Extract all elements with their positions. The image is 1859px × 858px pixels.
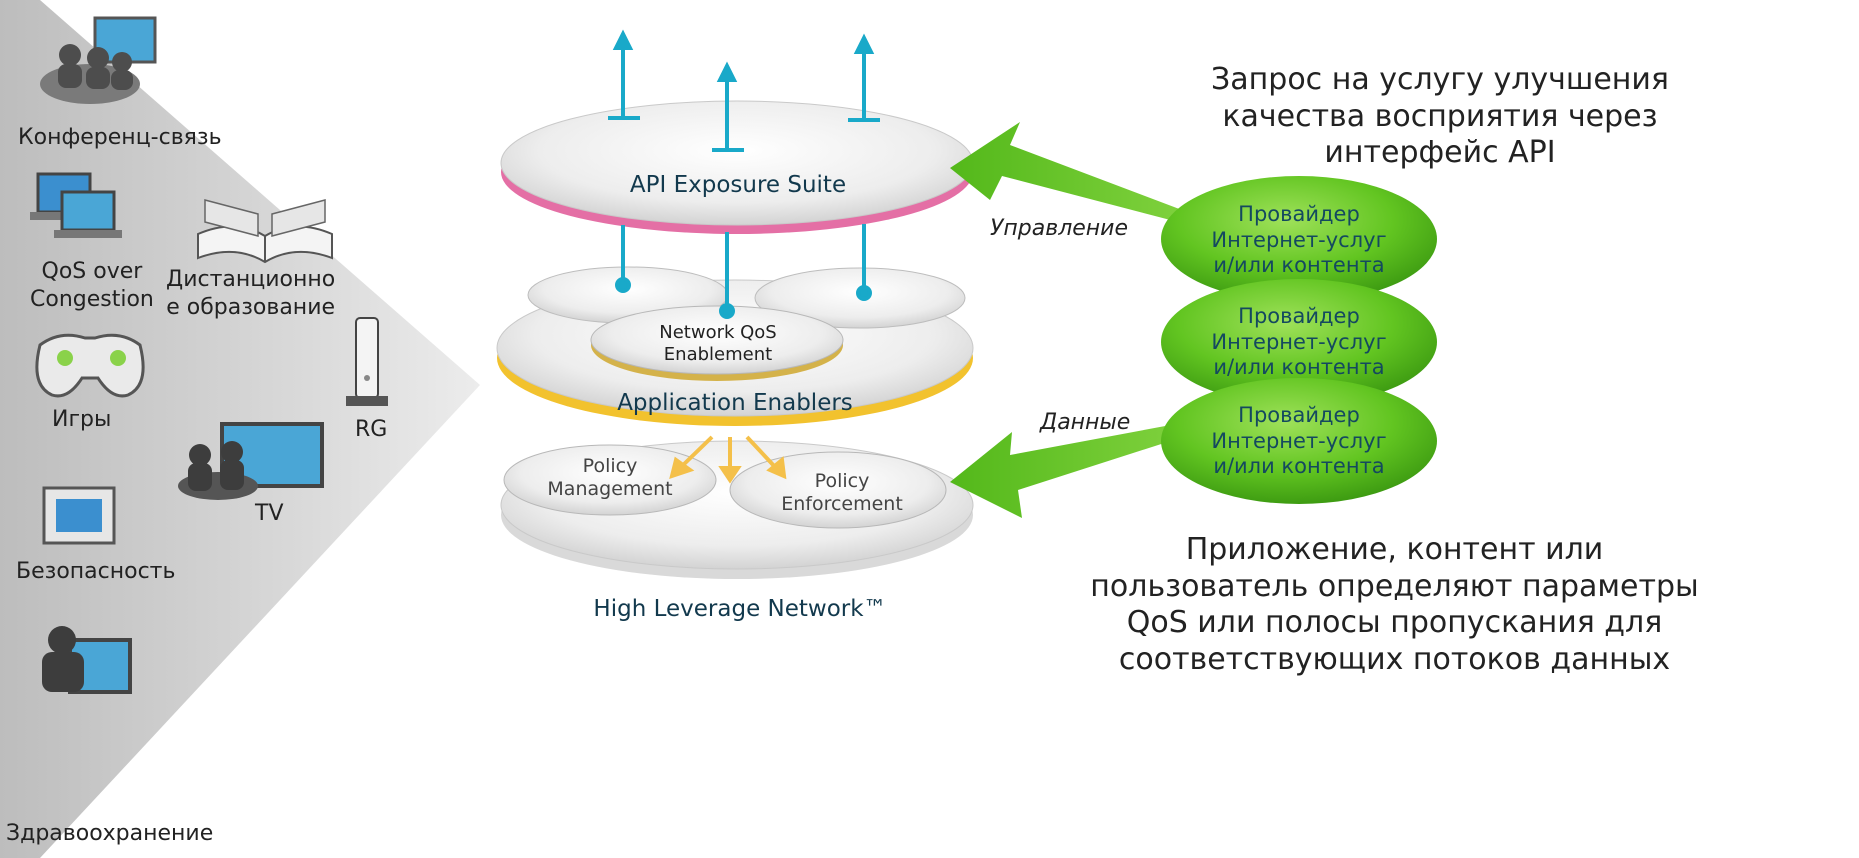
label-control: Управление xyxy=(990,216,1129,241)
tv-icon xyxy=(178,422,324,500)
label-data: Данные xyxy=(1040,410,1131,435)
label-policy-mgmt: Policy Management xyxy=(547,455,673,500)
provider-ellipse-3 xyxy=(1161,378,1437,504)
label-rg: RG xyxy=(355,417,388,442)
label-conference: Конференц-связь xyxy=(18,125,222,150)
label-network-qos: Network QoS Enablement xyxy=(659,322,777,365)
health-icon xyxy=(42,626,132,694)
label-hln: High Leverage Network™ xyxy=(593,596,887,622)
label-security: Безопасность xyxy=(16,559,176,584)
bottom-text: Приложение, контент или пользователь опр… xyxy=(1090,532,1699,677)
hln-disk xyxy=(500,440,974,579)
label-app-enablers: Application Enablers xyxy=(617,390,853,416)
provider-ellipse-2 xyxy=(1161,279,1437,405)
api-disk xyxy=(500,100,974,234)
label-health: Здравоохранение xyxy=(6,821,214,846)
label-policy-enforcement: Policy Enforcement xyxy=(781,470,903,515)
provider-ellipse-1 xyxy=(1161,176,1437,302)
label-api-exposure: API Exposure Suite xyxy=(629,172,847,198)
policy-arrows xyxy=(669,435,787,484)
label-games: Игры xyxy=(52,407,112,432)
request-text: Запрос на услугу улучшения качества восп… xyxy=(1211,62,1669,171)
security-icon xyxy=(42,486,116,545)
book-icon xyxy=(197,199,333,264)
api-connectors xyxy=(615,224,872,319)
label-education: Дистанционно е образование xyxy=(166,267,336,320)
control-arrow xyxy=(950,122,1182,222)
label-tv: TV xyxy=(255,501,284,526)
router-icon xyxy=(346,317,388,406)
laptops-icon xyxy=(30,172,122,238)
data-arrow xyxy=(950,424,1180,518)
label-qos-congestion: QoS over Congestion xyxy=(30,259,154,312)
api-up-arrows xyxy=(608,29,880,152)
gamepad-icon xyxy=(35,333,145,398)
conference-icon xyxy=(40,16,157,104)
app-enablers-disk xyxy=(496,266,974,426)
